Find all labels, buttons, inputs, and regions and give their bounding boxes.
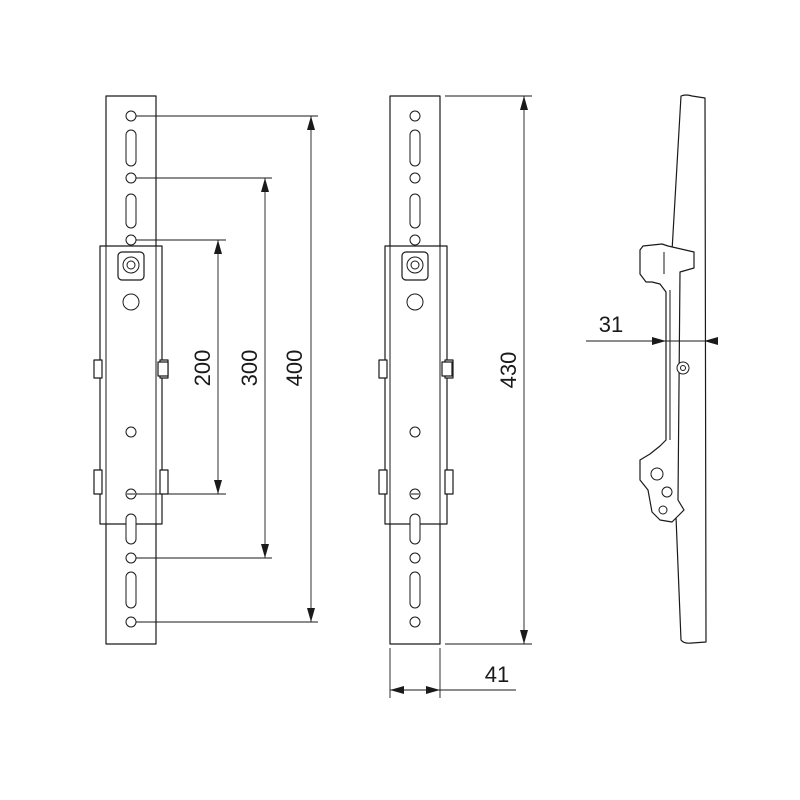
hook-plate-profile bbox=[639, 243, 695, 523]
hole-circle bbox=[409, 616, 421, 628]
dimension-label-400: 400 bbox=[282, 350, 307, 387]
hole-circle bbox=[409, 234, 421, 246]
side-clip-left-b bbox=[159, 469, 169, 495]
dimension-41: 41 bbox=[389, 648, 516, 698]
hole-circle bbox=[125, 110, 137, 122]
hole-circle bbox=[125, 616, 137, 628]
dimension-label-41: 41 bbox=[485, 662, 509, 687]
lower-pin bbox=[661, 486, 673, 498]
lower-hole bbox=[650, 467, 664, 481]
slider-plate-middle bbox=[384, 245, 448, 525]
dimension-label-31: 31 bbox=[599, 312, 623, 337]
lock-knob-center bbox=[126, 260, 136, 270]
hole-circle bbox=[409, 172, 421, 184]
slot bbox=[125, 193, 137, 229]
lower-pin-small bbox=[658, 505, 668, 515]
hole-circle-large bbox=[122, 293, 140, 311]
dimension-label-200: 200 bbox=[190, 350, 215, 387]
slot bbox=[125, 513, 137, 545]
side-pivot-center bbox=[680, 365, 686, 371]
dimension-300: 300 bbox=[237, 178, 269, 558]
dimension-200: 200 bbox=[190, 240, 222, 494]
lock-knob-center bbox=[410, 260, 420, 270]
side-nut-left-a bbox=[93, 359, 103, 379]
hole-circle bbox=[409, 110, 421, 122]
slot bbox=[409, 129, 421, 167]
slot bbox=[409, 513, 421, 545]
side-clip-left-a bbox=[93, 469, 103, 495]
slider-plate-left bbox=[99, 245, 163, 525]
side-bolt bbox=[157, 361, 169, 377]
middle-view-bracket bbox=[378, 95, 454, 645]
hole-circle bbox=[409, 552, 421, 564]
hole-circle-large bbox=[406, 293, 424, 311]
dimension-31: 31 bbox=[586, 312, 718, 348]
dimension-label-300: 300 bbox=[237, 350, 262, 387]
side-view-bracket bbox=[639, 94, 707, 644]
extension-lines bbox=[136, 115, 318, 623]
side-clip-middle-a bbox=[378, 469, 388, 495]
dimension-label-430: 430 bbox=[496, 352, 521, 389]
slot bbox=[125, 571, 137, 609]
front-view-bracket bbox=[93, 95, 169, 645]
hole-circle bbox=[125, 234, 137, 246]
hole-circle bbox=[409, 426, 421, 438]
dimension-400: 400 bbox=[282, 116, 315, 622]
side-clip-middle-b bbox=[444, 469, 454, 495]
slot bbox=[125, 129, 137, 167]
hole-circle bbox=[125, 426, 137, 438]
side-bolt bbox=[441, 361, 453, 377]
slot bbox=[409, 193, 421, 229]
slot bbox=[409, 571, 421, 609]
hole-circle bbox=[125, 172, 137, 184]
dimension-430: 430 bbox=[445, 95, 532, 645]
hole-circle bbox=[125, 552, 137, 564]
side-nut-middle-a bbox=[378, 359, 388, 379]
